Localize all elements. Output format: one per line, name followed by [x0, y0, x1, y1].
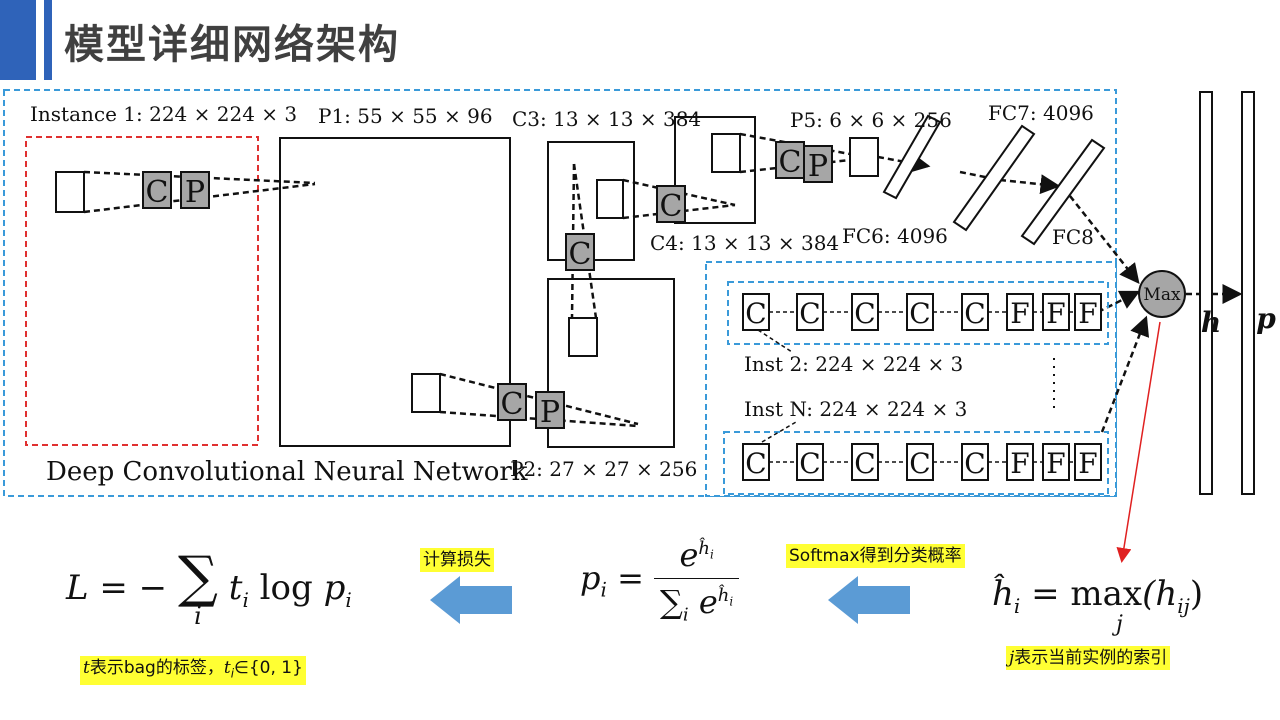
inst2-layer-box [1074, 293, 1102, 331]
inst2-layer-label: C [745, 297, 766, 330]
inst2-layer-label: F [1010, 297, 1029, 330]
instN-layer-box [961, 443, 989, 481]
instN-chain-frame [723, 431, 1109, 495]
instN-layer-label: C [745, 447, 766, 480]
instN-layer-label: F [1078, 447, 1097, 480]
node-c: C [779, 145, 802, 180]
fc6-layer [882, 114, 942, 200]
node-p: P [808, 149, 828, 184]
inst2-layer-box [796, 293, 824, 331]
max-subscript: j [1116, 612, 1123, 637]
c3-label: C3: 13 × 13 × 384 [512, 107, 701, 131]
title-accent-bar-thin [44, 0, 52, 80]
inst2-layer-box [742, 293, 770, 331]
instN-layer-label: C [854, 447, 875, 480]
instN-layer-box [1074, 443, 1102, 481]
instN-layer-box [906, 443, 934, 481]
h-output-bar [1199, 91, 1213, 495]
instance1-input-frame [25, 136, 259, 446]
t-description: t表示bag的标签，ti∈{0, 1} [80, 656, 306, 686]
fc6-label: FC6: 4096 [842, 224, 948, 248]
page-title: 模型详细网络架构 [64, 22, 400, 68]
node-c: C [501, 387, 524, 422]
p1-feature-map [279, 137, 511, 447]
p2-feature-map [547, 278, 675, 448]
inst2-layer-label: C [964, 297, 985, 330]
p2-label: P2: 27 × 27 × 256 [510, 457, 697, 481]
inst2-label: Inst 2: 224 × 224 × 3 [744, 352, 963, 376]
fc8-layer [1020, 138, 1106, 246]
node-p: P [185, 175, 205, 210]
p-output-bar [1241, 91, 1255, 495]
instN-layer-box [1042, 443, 1070, 481]
inst2-chain-frame [727, 281, 1109, 345]
instN-layer-label: C [909, 447, 930, 480]
instN-layer-box [742, 443, 770, 481]
fc7-label: FC7: 4096 [988, 101, 1094, 125]
instN-layer-box [1006, 443, 1034, 481]
dcnn-label: Deep Convolutional Neural Network [46, 457, 528, 487]
inst2-layer-label: F [1046, 297, 1065, 330]
left-arrow-icon [430, 576, 512, 624]
p-label: p [1256, 302, 1276, 335]
fc8-label: FC8 [1052, 225, 1094, 249]
max-label: Max [1143, 285, 1181, 305]
instN-label: Inst N: 224 × 224 × 3 [744, 397, 967, 421]
max-pooling-node [1138, 270, 1186, 318]
node-c: C [660, 189, 683, 224]
h-label: h [1201, 306, 1221, 339]
softmax-label: Softmax得到分类概率 [786, 544, 965, 568]
node-c: C [146, 175, 169, 210]
instN-layer-label: C [799, 447, 820, 480]
c4-label: C4: 13 × 13 × 384 [650, 231, 839, 255]
node-p: P [540, 395, 560, 430]
loss-label: 计算损失 [420, 548, 494, 572]
instN-layer-label: F [1046, 447, 1065, 480]
instance1-label: Instance 1: 224 × 224 × 3 [30, 102, 297, 126]
inst2-layer-box [906, 293, 934, 331]
inst2-layer-label: C [854, 297, 875, 330]
left-arrow-icon [828, 576, 910, 624]
j-description: j表示当前实例的索引 [1006, 646, 1171, 670]
max-formula: ĥi = max(hij) j [992, 574, 1204, 637]
inst2-layer-label: C [799, 297, 820, 330]
instN-layer-label: F [1010, 447, 1029, 480]
loss-formula: L = − ∑i ti log pi [66, 545, 352, 630]
inst2-layer-label: F [1078, 297, 1097, 330]
p5-label: P5: 6 × 6 × 256 [790, 108, 952, 132]
p1-label: P1: 55 × 55 × 96 [318, 104, 493, 128]
main-cp-nodes [142, 141, 833, 429]
node-c: C [569, 237, 592, 272]
inst2-layer-label: C [909, 297, 930, 330]
title-accent-bar [0, 0, 36, 80]
softmax-formula: pi = eĥi ∑i eĥi [580, 536, 740, 625]
fc7-layer [952, 124, 1036, 232]
instN-layer-label: C [964, 447, 985, 480]
inst2-layer-box [851, 293, 879, 331]
